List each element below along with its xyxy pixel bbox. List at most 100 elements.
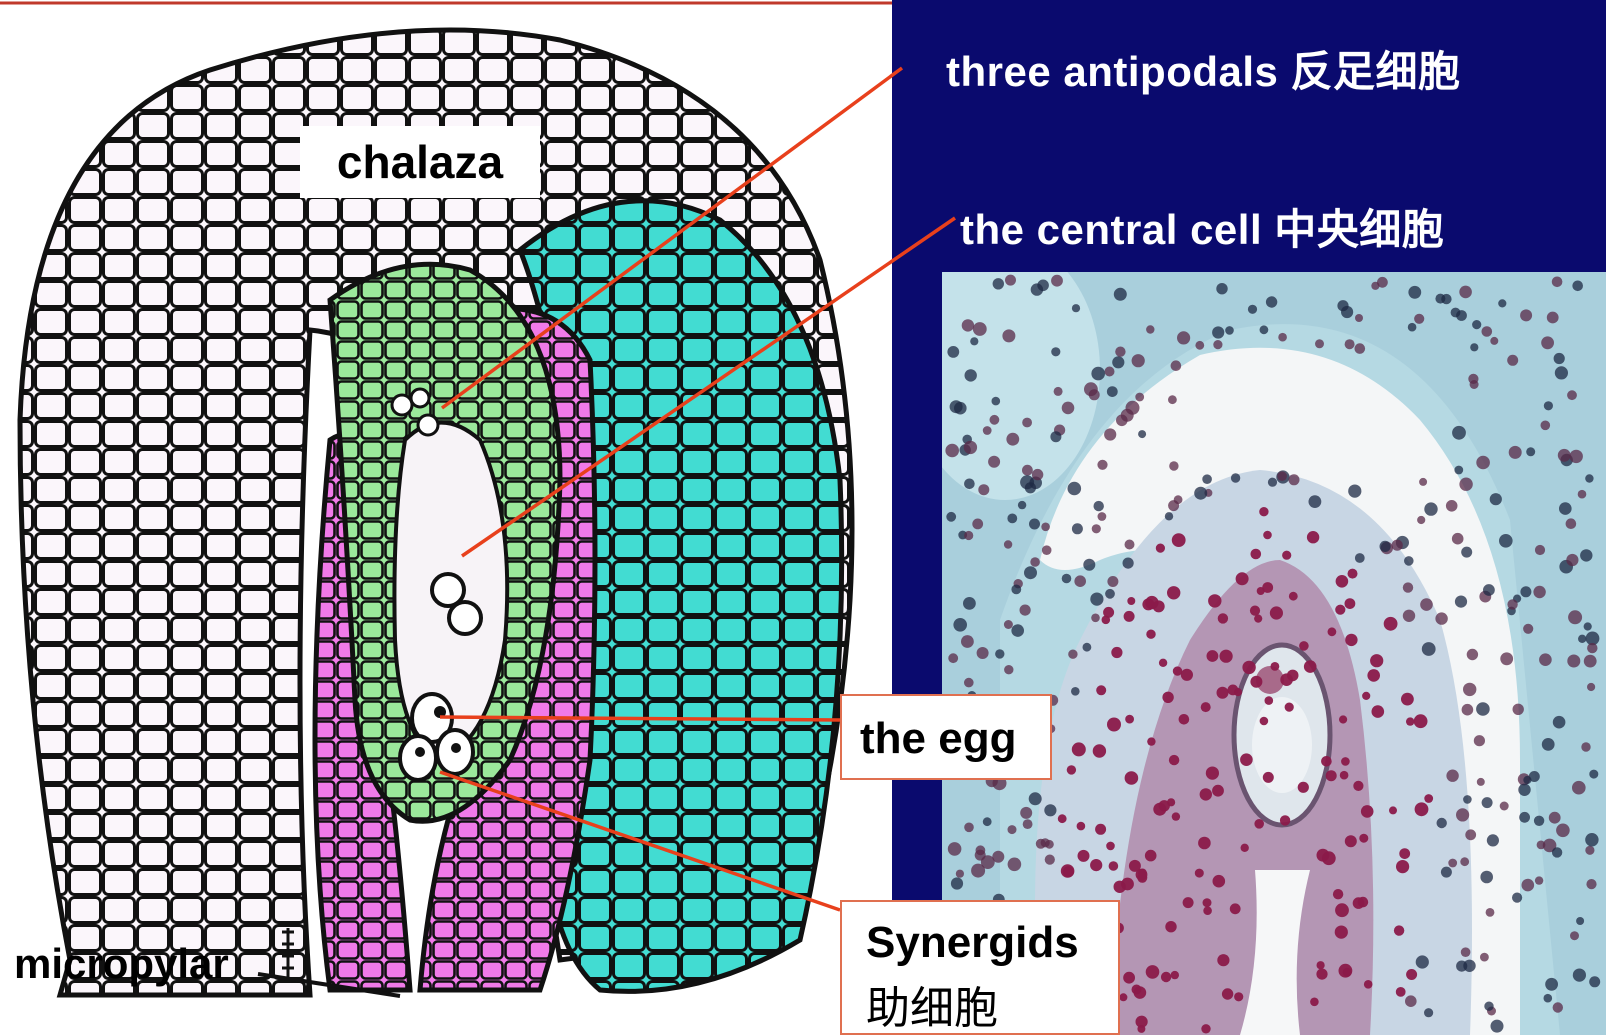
nucleus-dot	[1289, 474, 1300, 485]
nucleus-dot	[1136, 869, 1148, 881]
nucleus-dot	[1435, 612, 1447, 624]
nucleus-dot	[1367, 669, 1380, 682]
nucleus-dot	[1476, 702, 1490, 716]
nucleus-dot	[1384, 617, 1398, 631]
nucleus-dot	[1424, 502, 1437, 515]
synergids-label-box: Synergids 助细胞	[840, 900, 1120, 1035]
nucleus-dot	[1470, 343, 1478, 351]
nucleus-dot	[1132, 354, 1145, 367]
nucleus-dot	[1077, 822, 1086, 831]
nucleus-dot	[1213, 875, 1226, 888]
nucleus-dot	[1042, 545, 1052, 555]
nucleus-dot	[1559, 502, 1572, 515]
nucleus-dot	[1201, 702, 1211, 712]
nucleus-dot	[1499, 534, 1513, 548]
nucleus-dot	[1520, 586, 1531, 597]
nucleus-dot	[1541, 336, 1554, 349]
nucleus-dot	[1482, 326, 1493, 337]
nucleus-dot	[1335, 926, 1348, 939]
nucleus-dot	[1498, 299, 1506, 307]
nucleus-dot	[1107, 576, 1118, 587]
nucleus-dot	[1285, 703, 1294, 712]
nucleus-dot	[1022, 465, 1033, 476]
nucleus-dot	[1414, 314, 1424, 324]
nucleus-dot	[1539, 653, 1552, 666]
nucleus-dot	[1456, 808, 1469, 821]
nucleus-dot	[1217, 687, 1229, 699]
nucleus-dot	[988, 456, 1000, 468]
nucleus-dot	[1304, 660, 1317, 673]
nucleus-dot	[1241, 844, 1249, 852]
nucleus-dot	[1452, 533, 1464, 545]
chalaza-label: chalaza	[300, 126, 540, 198]
nucleus-dot	[1195, 869, 1204, 878]
nucleus-dot	[1115, 347, 1125, 357]
nucleus-dot	[1396, 987, 1406, 997]
nucleus-dot	[1054, 387, 1063, 396]
nucleus-dot	[1114, 288, 1127, 301]
nucleus-dot	[1340, 771, 1349, 780]
nucleus-dot	[1044, 804, 1056, 816]
nucleus-dot	[1298, 782, 1309, 793]
nucleus-dot	[1102, 616, 1111, 625]
nucleus-dot	[951, 877, 963, 889]
nucleus-dot	[1392, 540, 1403, 551]
nucleus-dot	[1125, 715, 1134, 724]
nucleus-dot	[1123, 558, 1134, 569]
nucleus-dot	[1408, 286, 1421, 299]
egg-label-box: the egg	[840, 694, 1052, 780]
nucleus-dot	[1132, 985, 1142, 995]
nucleus-dot	[1422, 642, 1436, 656]
nucleus-dot	[1424, 794, 1433, 803]
nucleus-dot	[1507, 599, 1517, 609]
nucleus-dot	[1500, 652, 1513, 665]
nucleus-dot	[1309, 495, 1322, 508]
nucleus-dot	[953, 618, 967, 632]
nucleus-dot	[1520, 309, 1532, 321]
nucleus-dot	[964, 479, 975, 490]
nucleus-dot	[1005, 275, 1016, 286]
nucleus-dot	[1335, 903, 1349, 917]
nucleus-dot	[1526, 447, 1535, 456]
nucleus-dot	[1136, 1016, 1148, 1028]
nucleus-dot	[1093, 744, 1106, 757]
nucleus-dot	[1580, 549, 1592, 561]
nucleus-dot	[1461, 547, 1472, 558]
nucleus-dot	[1041, 838, 1050, 847]
nucleus-dot	[1584, 622, 1592, 630]
nucleus-dot	[1018, 501, 1026, 509]
nucleus-dot	[1437, 818, 1447, 828]
nucleus-dot	[976, 845, 986, 855]
nucleus-dot	[965, 369, 977, 381]
nucleus-dot	[1490, 493, 1502, 505]
nucleus-dot	[1299, 641, 1309, 651]
nucleus-dot	[1068, 482, 1082, 496]
nucleus-dot	[945, 444, 959, 458]
nucleus-dot	[1372, 705, 1385, 718]
nucleus-dot	[1513, 704, 1524, 715]
nucleus-dot	[1345, 835, 1357, 847]
nucleus-dot	[1341, 757, 1350, 766]
nucleus-dot	[1512, 893, 1522, 903]
nucleus-dot	[1127, 597, 1135, 605]
nucleus-dot	[1098, 512, 1107, 521]
nucleus-dot	[1572, 781, 1586, 795]
nucleus-dot	[1254, 615, 1262, 623]
nucleus-dot	[1553, 1002, 1563, 1012]
nucleus-dot	[1364, 980, 1373, 989]
nucleus-dot	[1112, 356, 1124, 368]
nucleus-dot	[1153, 803, 1166, 816]
nucleus-dot	[995, 649, 1004, 658]
nucleus-dot	[1171, 971, 1179, 979]
nucleus-dot	[1389, 806, 1397, 814]
nucleus-dot	[1201, 1024, 1210, 1033]
nucleus-dot	[1090, 593, 1103, 606]
nucleus-dot	[1544, 994, 1553, 1003]
nucleus-dot	[993, 278, 1004, 289]
nucleus-dot	[1172, 812, 1180, 820]
nucleus-dot	[1212, 326, 1224, 338]
nucleus-dot	[1169, 755, 1179, 765]
nucleus-dot	[1541, 421, 1551, 431]
nucleus-dot	[990, 415, 1000, 425]
